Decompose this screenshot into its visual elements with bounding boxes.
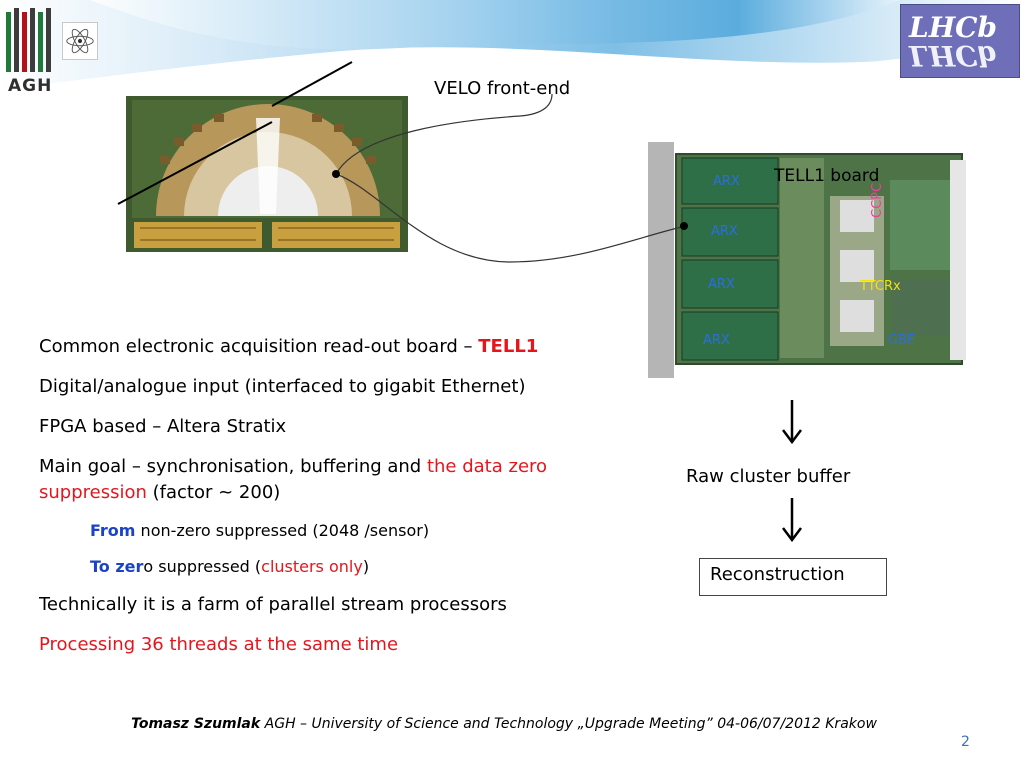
sub-bullet-highlight: clusters only (261, 557, 363, 576)
lhcb-logo: LHCb LHCb (900, 4, 1020, 78)
bullet-list: Common electronic acquisition read-out b… (39, 334, 659, 672)
arx-chip-label: ARX (708, 277, 735, 292)
down-arrow-icon (782, 498, 802, 542)
down-arrow-icon (782, 400, 802, 444)
footer-text: AGH – University of Science and Technolo… (260, 716, 877, 732)
sub-bullet-item: To zero suppressed (clusters only) (39, 556, 659, 578)
arx-chip-label: ARX (711, 224, 738, 239)
sub-bullet-text: o suppressed ( (143, 557, 262, 576)
sub-bullet-lead: From (90, 521, 136, 540)
agh-logo-text: AGH (8, 76, 53, 96)
bullet-text: Technically it is a farm of parallel str… (39, 594, 507, 615)
velo-front-end-board-photo (126, 96, 408, 252)
bullet-item: Common electronic acquisition read-out b… (39, 334, 659, 360)
sub-bullet-text: non-zero suppressed (2048 /sensor) (135, 521, 430, 540)
bullet-text: Digital/analogue input (interfaced to gi… (39, 376, 526, 397)
footer-author: Tomasz Szumlak (131, 716, 261, 732)
bullet-item: Main goal – synchronisation, buffering a… (39, 454, 659, 506)
bullet-highlight: the data zero suppression (39, 456, 548, 503)
raw-cluster-buffer-label: Raw cluster buffer (686, 466, 851, 487)
reconstruction-box (699, 558, 887, 596)
bullet-text: Processing 36 threads at the same time (39, 634, 399, 655)
bullet-text: Main goal – synchronisation, buffering a… (39, 456, 427, 477)
reconstruction-label: Reconstruction (710, 564, 845, 585)
sub-bullet-lead: To zer (90, 557, 144, 576)
ccpc-chip-label: CCPC (870, 182, 885, 218)
agh-logo (6, 8, 51, 72)
gbe-chip-label: GBE (888, 333, 916, 348)
slide-footer: Tomasz Szumlak AGH – University of Scien… (104, 714, 904, 734)
ttcrx-chip-label: TTCRx (860, 279, 901, 294)
tell1-board-photo (640, 140, 970, 380)
page-number: 2 (961, 734, 970, 750)
arx-chip-label: ARX (703, 333, 730, 348)
arx-chip-label: ARX (713, 174, 740, 189)
bullet-item: Digital/analogue input (interfaced to gi… (39, 374, 659, 400)
bullet-item: FPGA based – Altera Stratix (39, 414, 659, 440)
atom-logo (62, 22, 98, 60)
velo-front-end-label: VELO front-end (434, 78, 571, 99)
sub-bullet-item: From non-zero suppressed (2048 /sensor) (39, 520, 659, 542)
lhcb-logo-text: LHCb (909, 11, 998, 44)
sub-bullet-text: ) (362, 557, 370, 576)
bullet-item: Technically it is a farm of parallel str… (39, 592, 659, 618)
bullet-item: Processing 36 threads at the same time (39, 632, 659, 658)
bullet-highlight: TELL1 (478, 336, 539, 357)
tell1-board-label: TELL1 board (774, 166, 880, 186)
lhcb-logo-reflection: LHCb (909, 39, 998, 72)
bullet-text: Common electronic acquisition read-out b… (39, 336, 479, 357)
bullet-text: FPGA based – Altera Stratix (39, 416, 287, 437)
bullet-text: (factor ~ 200) (146, 482, 281, 503)
header-swoosh-background (0, 0, 1024, 98)
